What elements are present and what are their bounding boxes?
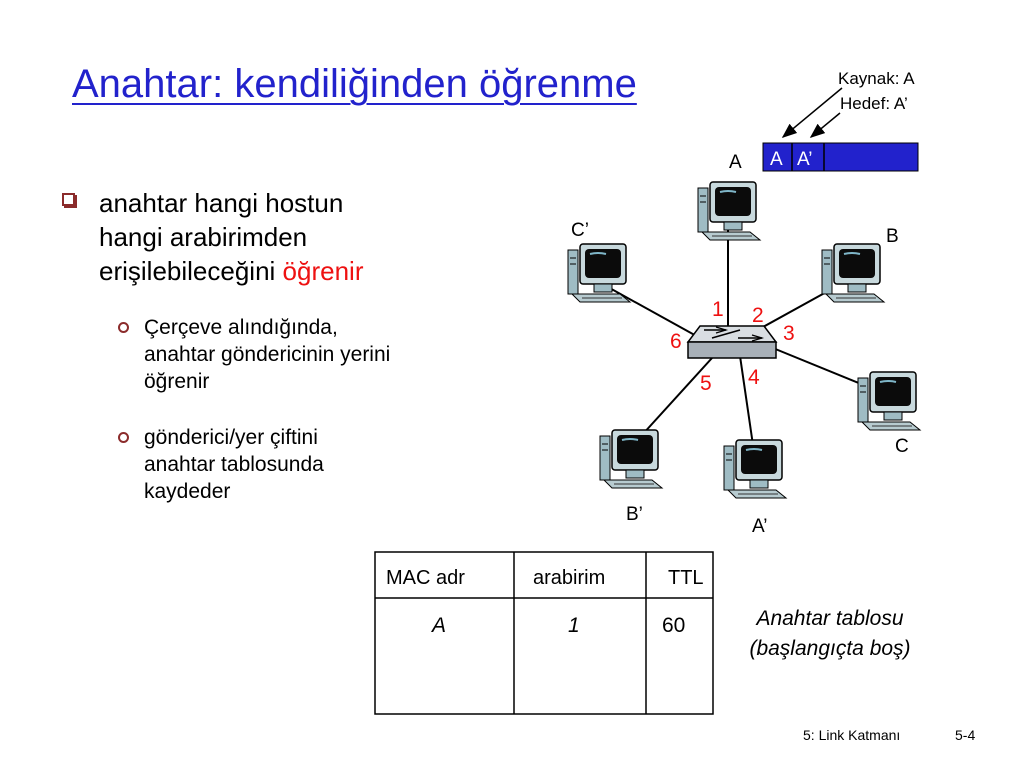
host-label-c-prime: C’ bbox=[571, 220, 589, 241]
host-label-b-prime: B’ bbox=[626, 504, 643, 525]
dest-annotation: Hedef: A’ bbox=[840, 94, 908, 113]
table-caption: Anahtar tablosu (başlangıçta boş) bbox=[718, 604, 942, 664]
port-label-4: 4 bbox=[748, 366, 760, 389]
computer-icon bbox=[857, 371, 921, 431]
link-port-2 bbox=[753, 289, 831, 333]
source-annotation: Kaynak: A bbox=[838, 69, 915, 88]
computer-icon bbox=[821, 243, 885, 303]
link-port-6 bbox=[605, 285, 701, 339]
footer-chapter: 5: Link Katmanı bbox=[803, 727, 901, 743]
computer-icon bbox=[723, 439, 787, 499]
port-label-1: 1 bbox=[712, 298, 724, 321]
main-bullet-highlight: öğrenir bbox=[282, 256, 364, 286]
port-label-6: 6 bbox=[670, 330, 682, 353]
dest-arrow bbox=[809, 112, 841, 138]
sub-bullet-1-line1: Çerçeve alındığında, bbox=[144, 316, 338, 339]
sub-bullet-2-line1: gönderici/yer çiftini bbox=[144, 426, 318, 449]
main-bullet-line2: hangi arabirimden bbox=[99, 222, 308, 252]
table-caption-line2: (başlangıçta boş) bbox=[749, 637, 911, 660]
host-label-a: A bbox=[729, 152, 742, 173]
port-label-2: 2 bbox=[752, 304, 764, 327]
sub-bullet-2-line2: anahtar tablosunda bbox=[144, 453, 324, 476]
main-bullet-line1: anahtar hangi hostun bbox=[99, 188, 344, 218]
main-bullet-line3-prefix: erişilebileceğini bbox=[99, 256, 276, 286]
computer-icon bbox=[599, 429, 663, 489]
host-label-a-prime: A’ bbox=[752, 516, 767, 537]
square-bullet-icon bbox=[62, 193, 75, 206]
switch-table: MAC adr arabirim TTL A 1 60 bbox=[374, 551, 714, 715]
table-cell-interface: 1 bbox=[568, 614, 580, 637]
frame-source-field: A bbox=[770, 149, 783, 170]
table-header-ttl: TTL bbox=[668, 567, 704, 589]
switch-icon bbox=[686, 325, 778, 359]
link-port-3 bbox=[767, 345, 867, 387]
sub-bullet-1-text: Çerçeve alındığında, anahtar göndericini… bbox=[144, 314, 514, 395]
port-label-3: 3 bbox=[783, 322, 795, 345]
frame-dest-field: A’ bbox=[797, 149, 812, 170]
table-header-interface: arabirim bbox=[533, 567, 605, 589]
sub-bullet-2-line3: kaydeder bbox=[144, 480, 231, 503]
table-header-mac: MAC adr bbox=[386, 567, 465, 589]
circle-bullet-icon bbox=[118, 322, 129, 333]
sub-bullet-1-line2: anahtar göndericinin yerini bbox=[144, 343, 391, 366]
table-caption-line1: Anahtar tablosu bbox=[756, 607, 904, 630]
footer-page-number: 5-4 bbox=[955, 727, 976, 743]
circle-bullet-icon bbox=[118, 432, 129, 443]
host-label-b: B bbox=[886, 226, 899, 247]
slide-title: Anahtar: kendiliğinden öğrenme bbox=[72, 62, 637, 106]
link-port-4 bbox=[739, 355, 755, 453]
host-label-c: C bbox=[895, 436, 909, 457]
sub-bullet-2-text: gönderici/yer çiftini anahtar tablosunda… bbox=[144, 424, 514, 505]
table-cell-ttl: 60 bbox=[662, 614, 685, 637]
source-arrow bbox=[781, 87, 843, 138]
port-label-5: 5 bbox=[700, 372, 712, 395]
table-cell-mac: A bbox=[430, 614, 446, 637]
ethernet-frame: A A’ bbox=[762, 142, 919, 172]
main-bullet-line3: erişilebileceğini öğrenir bbox=[99, 254, 499, 288]
sub-bullet-1-line3: öğrenir bbox=[144, 370, 210, 393]
main-bullet-text: anahtar hangi hostun hangi arabirimden e… bbox=[99, 186, 499, 288]
